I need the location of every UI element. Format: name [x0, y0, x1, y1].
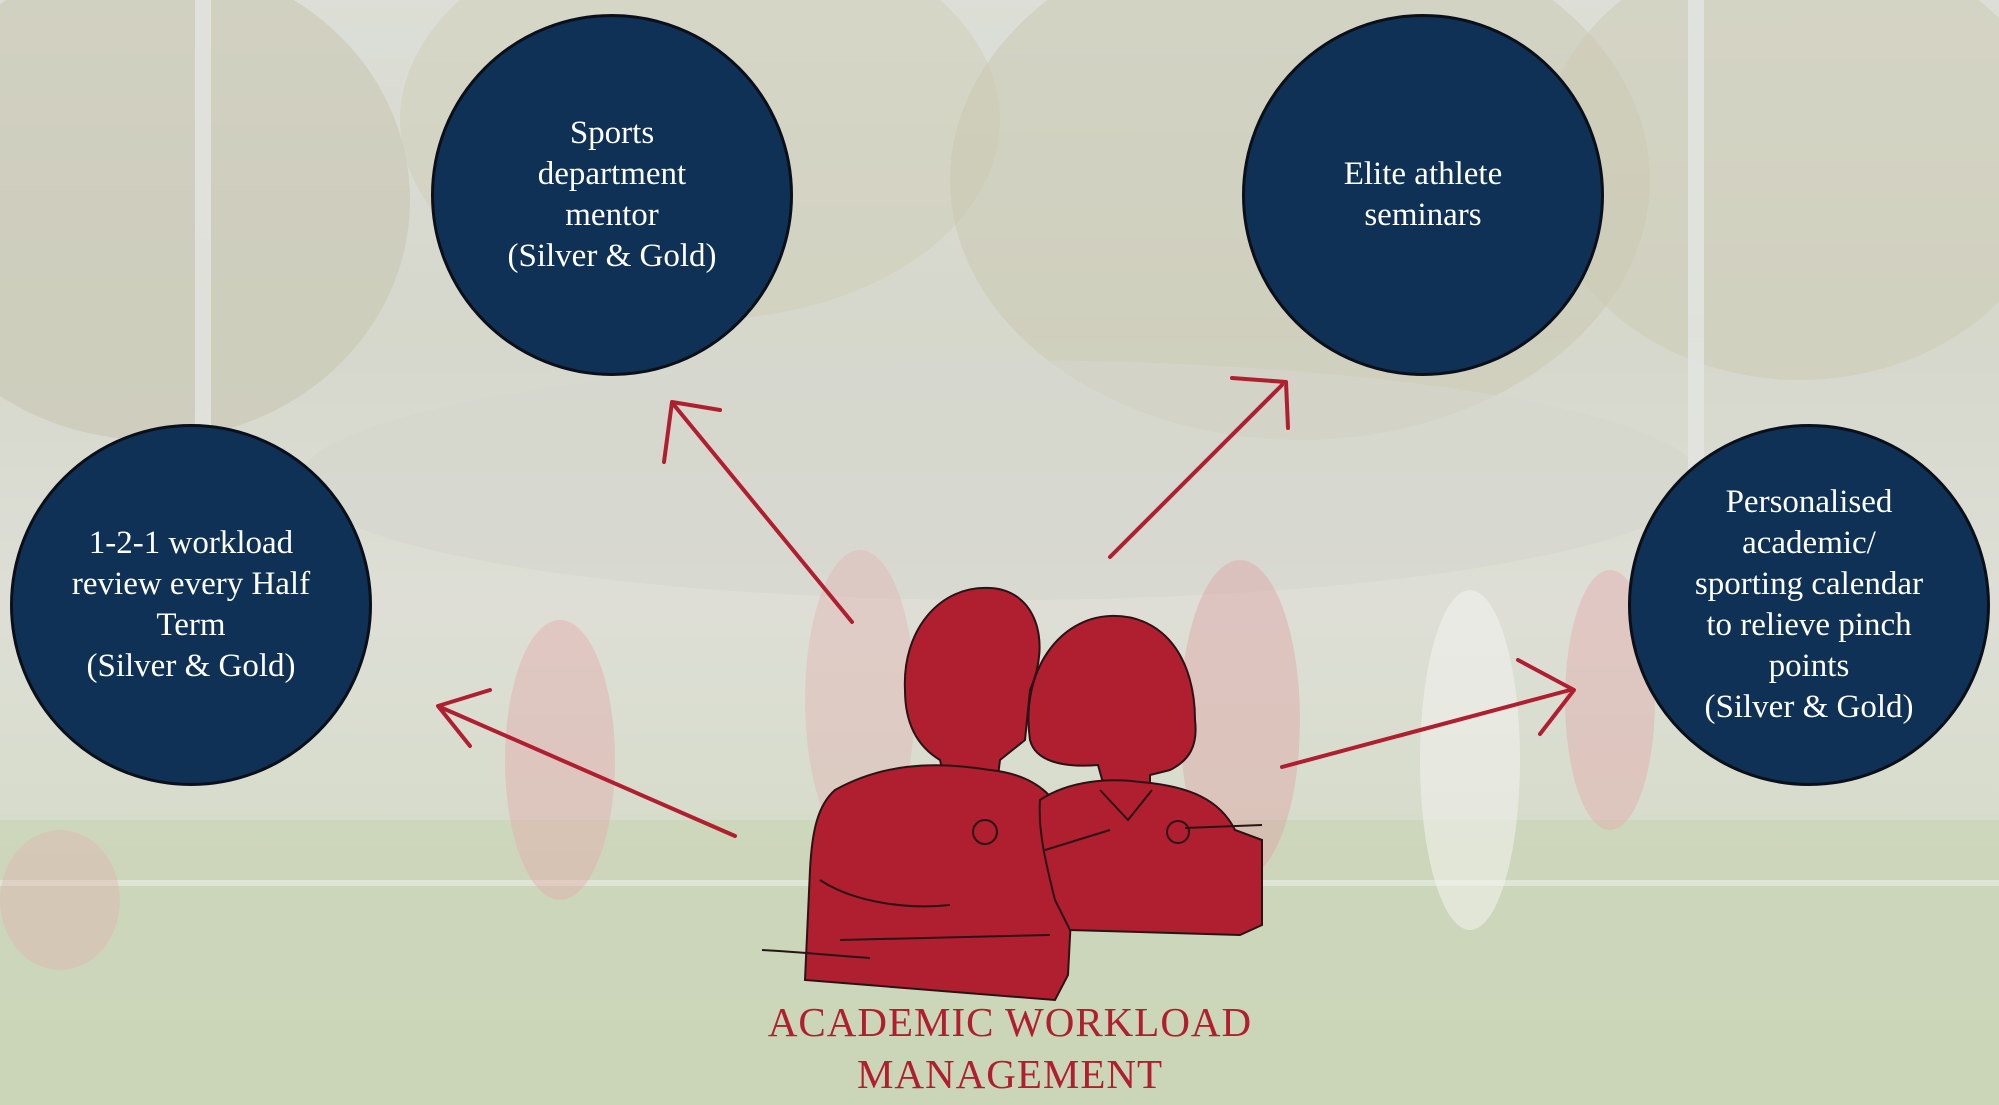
arrow-to-review: [436, 688, 737, 838]
node-review-label: 1-2-1 workload review every Half Term (S…: [71, 525, 311, 684]
node-seminars: Elite athlete seminars: [1242, 14, 1604, 376]
arrow-to-seminars: [1108, 376, 1290, 559]
student-boy: [761, 586, 1077, 1002]
arrow-to-mentor: [662, 400, 854, 624]
node-calendar-label: Personalised academic/ sporting calendar…: [1694, 484, 1924, 725]
node-mentor-label: Sports department mentor (Silver & Gold): [507, 115, 717, 274]
node-seminars-label: Elite athlete seminars: [1343, 156, 1503, 233]
student-girl: [1027, 614, 1263, 937]
node-mentor: Sports department mentor (Silver & Gold): [431, 14, 793, 376]
node-calendar: Personalised academic/ sporting calendar…: [1628, 424, 1990, 786]
center-title: ACADEMIC WORKLOAD MANAGEMENT: [767, 999, 1253, 1097]
arrow-to-calendar: [1280, 658, 1576, 769]
node-review: 1-2-1 workload review every Half Term (S…: [10, 424, 372, 786]
